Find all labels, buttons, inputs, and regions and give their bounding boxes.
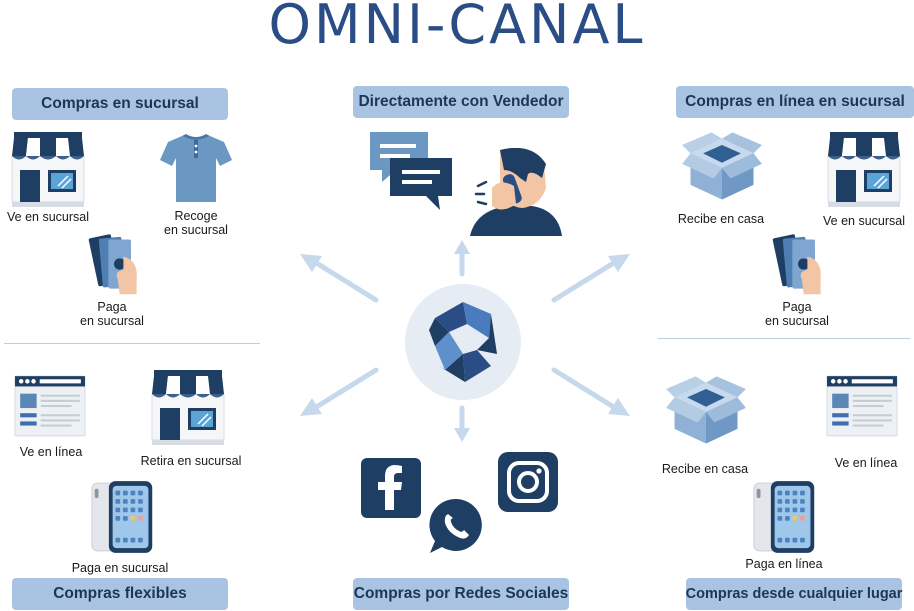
section-label-directamente-con-vendedor: Directamente con Vendedor <box>353 86 569 118</box>
section-label-compras-flexibles: Compras flexibles <box>12 578 228 610</box>
caption-recibe-en-casa: Recibe en casa <box>677 212 765 226</box>
divider-right <box>658 338 910 339</box>
page-title: OMNI-CANAL <box>268 0 646 56</box>
cash-payment-icon <box>768 232 828 298</box>
package-box-icon <box>680 130 764 204</box>
caption-ve-en-sucursal: Ve en sucursal <box>823 214 905 228</box>
store-icon <box>148 366 228 446</box>
brand-logo-icon <box>405 284 521 400</box>
package-box-icon <box>664 374 748 448</box>
caption-recibe-en-casa: Recibe en casa <box>661 462 749 476</box>
caption-paga-en-sucursal: en sucursal <box>80 314 144 328</box>
caption-paga-en-sucursal: Paga en sucursal <box>71 561 169 575</box>
store-icon <box>824 128 904 208</box>
divider-left <box>4 343 260 344</box>
store-icon <box>8 128 88 208</box>
caption-paga-en-linea: Paga en línea <box>745 557 823 571</box>
caption-recoge-en-sucursal: en sucursal <box>164 223 228 237</box>
salesperson-on-phone-icon <box>470 148 562 236</box>
caption-retira-en-sucursal: Retira en sucursal <box>140 454 242 468</box>
web-page-icon <box>14 375 86 437</box>
section-label-compras-por-redes-sociales: Compras por Redes Sociales <box>353 578 569 610</box>
hub-arrows <box>300 240 630 442</box>
section-label-compras-en-sucursal: Compras en sucursal <box>12 88 228 120</box>
shirt-icon <box>160 134 232 202</box>
caption-paga: Paga <box>782 300 812 314</box>
cash-payment-icon <box>84 232 144 298</box>
section-label-compras-en-linea-en-sucursal: Compras en línea en sucursal <box>676 86 914 118</box>
caption-ve-en-linea: Ve en línea <box>19 445 83 459</box>
smartphone-icon <box>752 478 818 556</box>
chat-bubbles-icon <box>370 132 452 210</box>
caption-paga-en-sucursal: en sucursal <box>765 314 829 328</box>
facebook-icon <box>361 458 421 518</box>
web-page-icon <box>826 375 898 437</box>
section-label-compras-desde-cualquier-lugar: Compras desde cualquier lugar <box>686 578 902 610</box>
caption-recoge: Recoge <box>174 209 218 223</box>
whatsapp-icon <box>429 498 482 553</box>
smartphone-icon <box>90 478 156 556</box>
instagram-icon <box>498 452 558 512</box>
caption-paga: Paga <box>97 300 127 314</box>
caption-ve-en-sucursal: Ve en sucursal <box>7 210 89 224</box>
caption-ve-en-linea: Ve en línea <box>834 456 898 470</box>
